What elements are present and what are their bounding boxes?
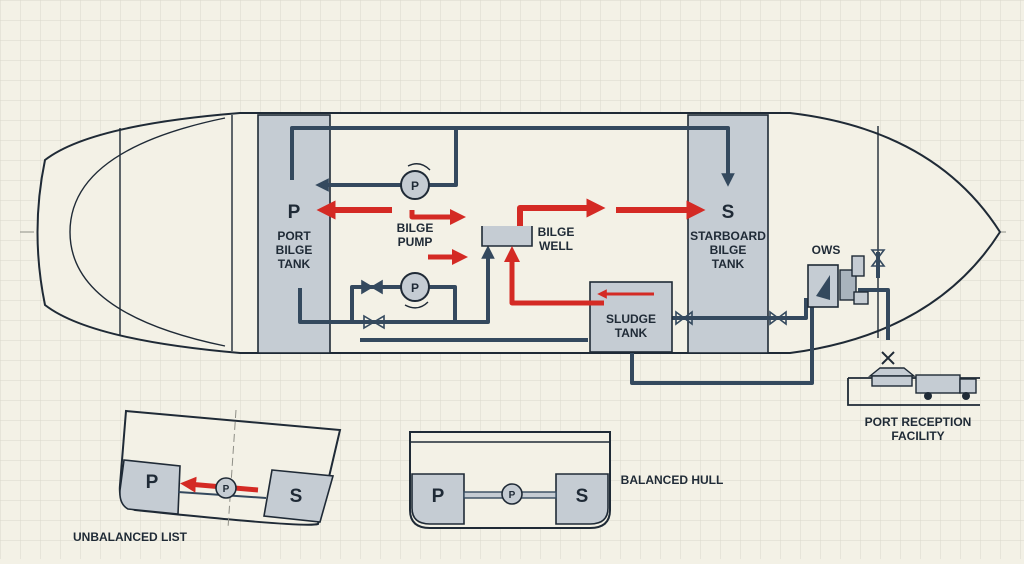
ows-label: OWS — [812, 243, 841, 257]
reception-label-2: FACILITY — [891, 429, 944, 443]
port-tank-label-1: PORT — [277, 229, 311, 243]
reception-facility — [847, 367, 980, 406]
port-tank-label-2: BILGE — [276, 243, 313, 257]
oily-water-flow — [316, 198, 706, 306]
bilge-pump-label-1: BILGE — [397, 221, 434, 235]
unbalanced-label: UNBALANCED LIST — [73, 530, 188, 544]
oily-water-separator — [807, 255, 869, 308]
bilge-pump-label-2: PUMP — [398, 235, 433, 249]
balanced-stbd-letter: S — [576, 486, 589, 507]
port-tank-label-3: TANK — [278, 257, 311, 271]
stbd-tank-label-3: TANK — [712, 257, 745, 271]
balanced-port-letter: P — [432, 486, 445, 507]
unbalanced-hull-inset: P — [118, 409, 342, 529]
stbd-tank-label-2: BILGE — [710, 243, 747, 257]
bilge-pump-lower: P — [400, 272, 430, 309]
bilge-well — [481, 226, 533, 247]
stbd-tank-letter: S — [722, 202, 735, 223]
valves — [361, 249, 886, 330]
bilge-well-label-2: WELL — [539, 239, 573, 253]
unbalanced-port-letter: P — [146, 472, 159, 493]
inset-pump-symbol-1: P — [223, 484, 230, 495]
stbd-tank-label-1: STARBOARD — [690, 229, 766, 243]
sludge-tank-label-1: SLUDGE — [606, 312, 656, 326]
balanced-label: BALANCED HULL — [621, 473, 724, 487]
bilge-well-label-1: BILGE — [538, 225, 575, 239]
bilge-piping — [290, 126, 890, 385]
pump-symbol-lower: P — [411, 281, 419, 295]
unbalanced-stbd-letter: S — [290, 486, 303, 507]
port-tank-letter: P — [288, 202, 301, 223]
cross-marker — [881, 351, 895, 365]
bilge-pump-upper: P — [400, 163, 431, 200]
reception-label-1: PORT RECEPTION — [865, 415, 972, 429]
sludge-tank-label-2: TANK — [615, 326, 648, 340]
balanced-hull-inset: P — [409, 431, 611, 529]
pump-symbol-upper: P — [411, 179, 419, 193]
inset-pump-symbol-2: P — [509, 490, 516, 501]
